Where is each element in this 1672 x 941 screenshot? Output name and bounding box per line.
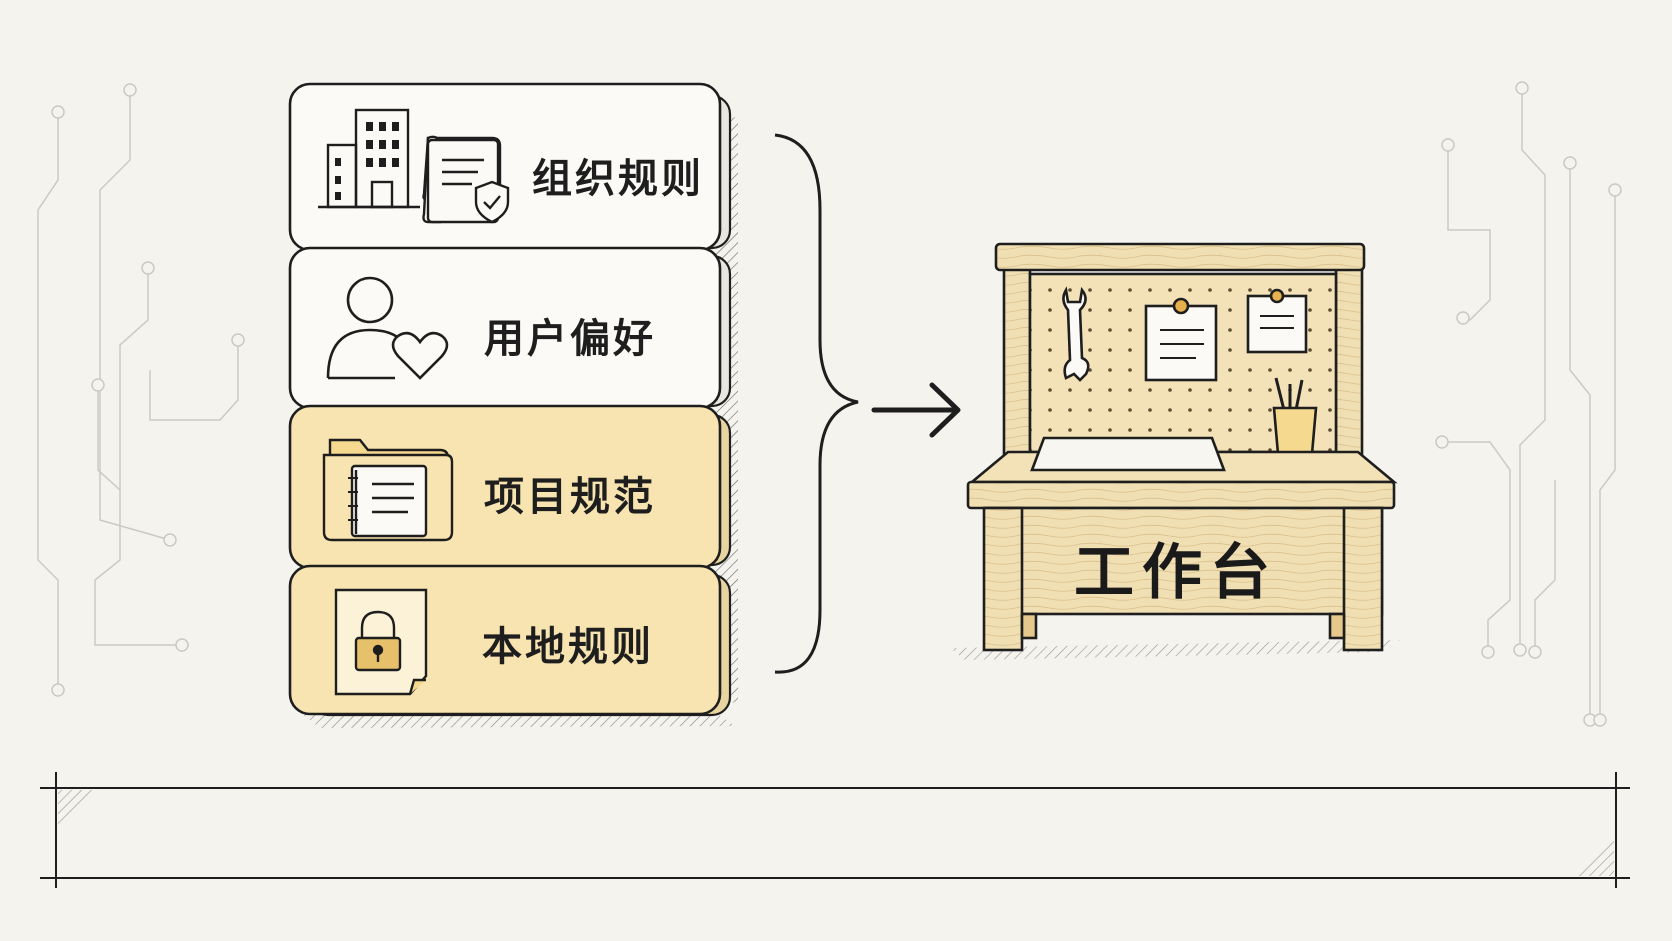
card-label-local-rules: 本地规则: [482, 624, 654, 670]
note-icon: [1144, 297, 1218, 382]
wrench-icon: [1062, 286, 1090, 382]
workbench-label: 工作台: [1074, 538, 1278, 608]
circuit-lines-left: [37, 83, 245, 697]
workbench: [950, 242, 1400, 660]
buildings-icon: [318, 108, 420, 209]
circuit-lines-right: [1435, 81, 1622, 727]
folder-notebook-icon: [322, 438, 454, 542]
shield-document-icon: [422, 135, 510, 224]
arrow-right-icon: [871, 382, 961, 438]
grouping-brace: [774, 133, 859, 674]
user-heart-icon: [326, 276, 449, 380]
card-label-user-preferences: 用户偏好: [484, 316, 656, 362]
small-note-icon: [1246, 288, 1308, 354]
lock-document-icon: [334, 588, 428, 696]
bottom-panel: [40, 772, 1630, 888]
card-label-project-standards: 项目规范: [484, 474, 656, 520]
card-label-org-rules: 组织规则: [532, 156, 704, 202]
